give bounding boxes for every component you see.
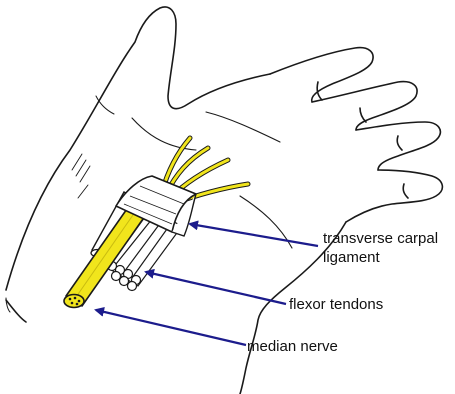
ligament-arrow: [190, 224, 318, 246]
ligament-label-line2: ligament: [323, 249, 380, 267]
hand-outline: [6, 7, 442, 394]
nerve-arrow: [96, 310, 246, 345]
nerve-label: median nerve: [247, 338, 338, 356]
tendons-arrow: [146, 272, 286, 304]
tendons-label: flexor tendons: [289, 296, 383, 314]
ligament-label-line1: transverse carpal: [323, 230, 438, 248]
